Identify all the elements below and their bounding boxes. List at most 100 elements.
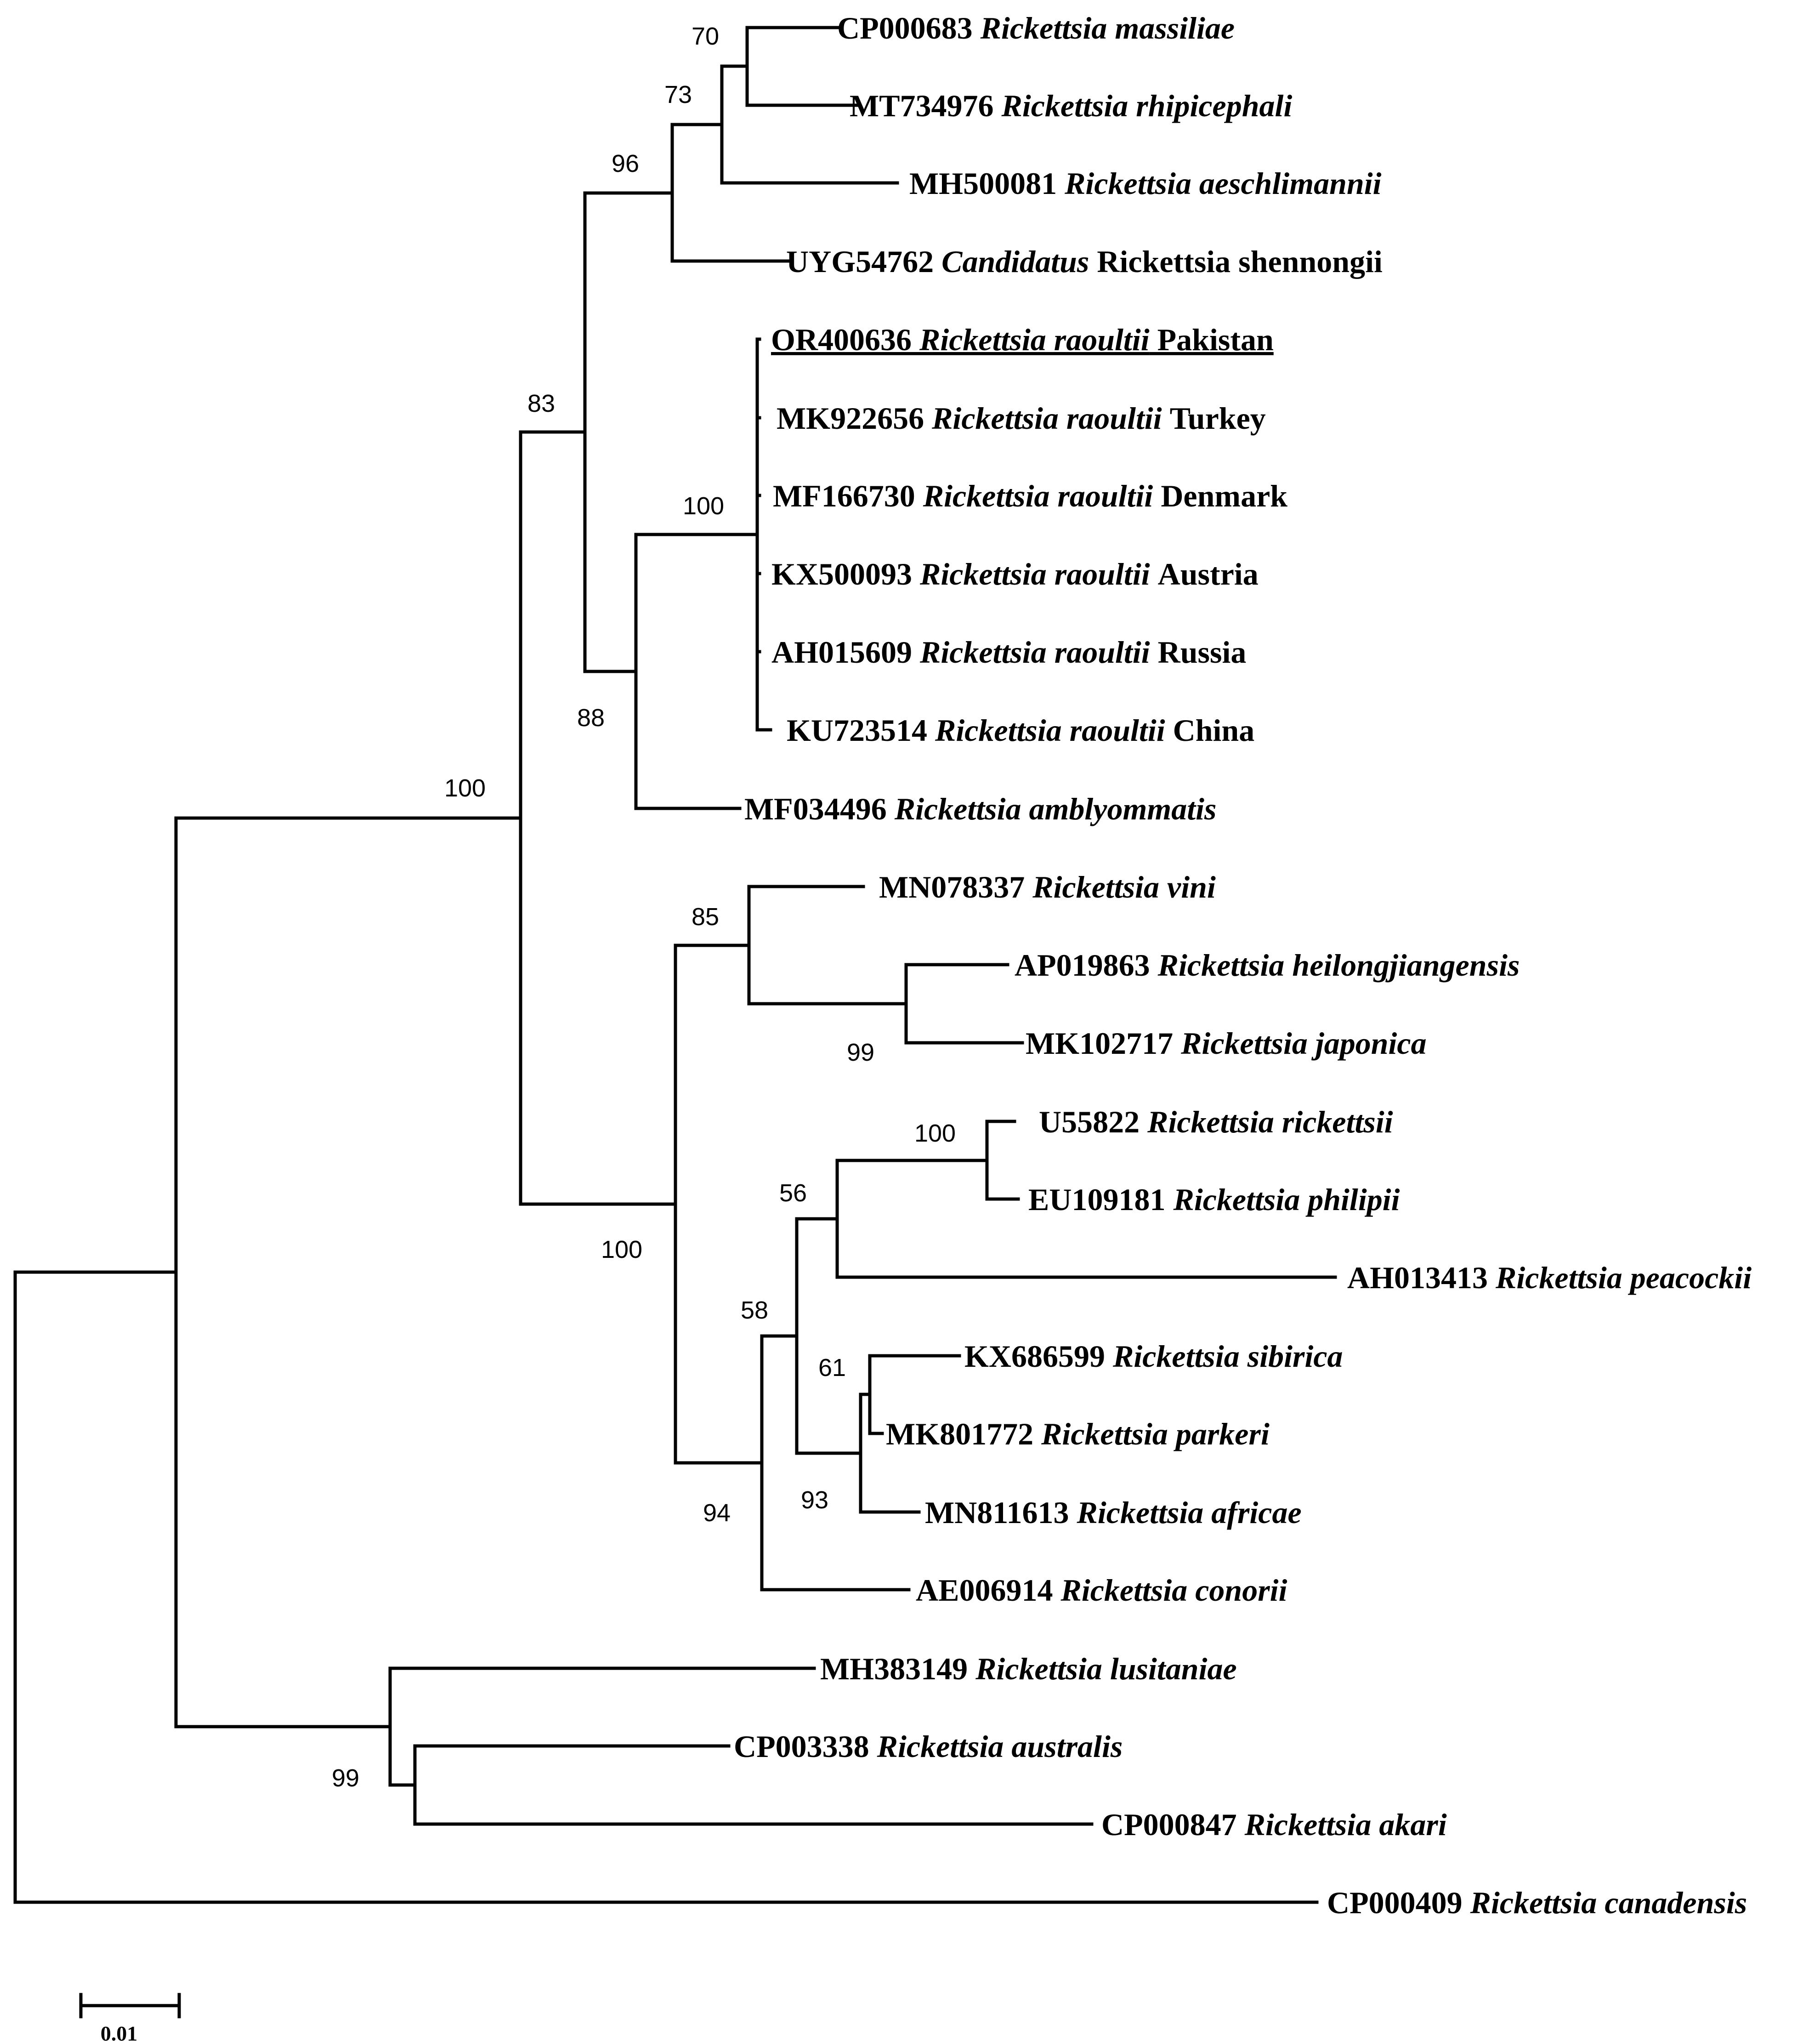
- leaf-label: UYG54762 Candidatus Rickettsia shennongi…: [786, 244, 1383, 279]
- leaf-label: MH500081 Rickettsia aeschlimannii: [909, 166, 1382, 201]
- species-name: Rickettsia heilongjiangensis: [1157, 948, 1520, 983]
- bootstrap-value: 56: [779, 1179, 807, 1207]
- accession-number: CP003338: [734, 1729, 877, 1764]
- species-name: Rickettsia australis: [877, 1729, 1123, 1764]
- leaf-label: EU109181 Rickettsia philipii: [1028, 1182, 1400, 1217]
- leaf-label: MT734976 Rickettsia rhipicephali: [850, 88, 1292, 123]
- accession-number: EU109181: [1028, 1182, 1173, 1217]
- scale-bar-label: 0.01: [101, 2022, 138, 2041]
- accession-number: MF034496: [744, 791, 895, 826]
- leaf-label: MK102717 Rickettsia japonica: [1026, 1026, 1427, 1061]
- bootstrap-value: 88: [577, 704, 605, 732]
- leaf-label: AP019863 Rickettsia heilongjiangensis: [1015, 948, 1520, 983]
- leaf-label: OR400636 Rickettsia raoultii Pakistan: [771, 322, 1274, 357]
- species-name: Rickettsia raoultii: [923, 478, 1153, 513]
- label-suffix: Russia: [1150, 635, 1247, 670]
- accession-number: MK801772: [886, 1416, 1041, 1451]
- leaf-label: KX686599 Rickettsia sibirica: [964, 1339, 1343, 1374]
- leaf-label: MN078337 Rickettsia vini: [879, 870, 1216, 904]
- bootstrap-value: 73: [664, 81, 692, 108]
- leaf-label: MF166730 Rickettsia raoultii Denmark: [773, 478, 1287, 513]
- species-name: Rickettsia aeschlimannii: [1064, 166, 1382, 201]
- leaf-label: U55822 Rickettsia rickettsii: [1039, 1104, 1393, 1139]
- bootstrap-value: 70: [692, 23, 719, 50]
- species-name: Rickettsia akari: [1244, 1807, 1447, 1842]
- bootstrap-value: 96: [612, 150, 639, 177]
- accession-number: MH383149: [820, 1651, 975, 1686]
- species-name: Rickettsia sibirica: [1112, 1339, 1343, 1374]
- leaf-label: MK801772 Rickettsia parkeri: [886, 1416, 1270, 1451]
- accession-number: AH013413: [1347, 1260, 1496, 1295]
- label-suffix: Rickettsia shennongii: [1089, 244, 1383, 279]
- leaf-label: MF034496 Rickettsia amblyommatis: [744, 791, 1216, 826]
- accession-number: MN811613: [925, 1495, 1077, 1530]
- tree-branches: [13, 26, 1337, 1904]
- species-name: Rickettsia conorii: [1060, 1573, 1287, 1608]
- bootstrap-value: 93: [801, 1486, 828, 1514]
- bootstrap-value: 61: [818, 1354, 846, 1382]
- bootstrap-value: 100: [914, 1120, 956, 1147]
- bootstrap-value: 100: [444, 774, 486, 802]
- leaf-label: AH015609 Rickettsia raoultii Russia: [771, 635, 1246, 670]
- species-name: Rickettsia rickettsii: [1147, 1104, 1393, 1139]
- species-name: Rickettsia raoultii: [919, 635, 1150, 670]
- accession-number: CP000847: [1101, 1807, 1245, 1842]
- accession-number: OR400636: [771, 322, 919, 357]
- leaf-label: CP003338 Rickettsia australis: [734, 1729, 1123, 1764]
- accession-number: MK102717: [1026, 1026, 1181, 1061]
- leaf-label: MK922656 Rickettsia raoultii Turkey: [777, 401, 1266, 436]
- species-name: Candidatus: [941, 244, 1089, 279]
- label-suffix: Turkey: [1162, 401, 1266, 436]
- leaf-label: CP000409 Rickettsia canadensis: [1327, 1885, 1747, 1920]
- leaf-label: CP000847 Rickettsia akari: [1101, 1807, 1447, 1842]
- species-name: Rickettsia raoultii: [919, 557, 1150, 591]
- accession-number: KU723514: [787, 713, 935, 748]
- species-name: Rickettsia canadensis: [1470, 1885, 1747, 1920]
- leaf-label: AH013413 Rickettsia peacockii: [1347, 1260, 1752, 1295]
- accession-number: KX500093: [771, 557, 920, 591]
- species-name: Rickettsia raoultii: [919, 322, 1150, 357]
- species-name: Rickettsia raoultii: [935, 713, 1165, 748]
- bootstrap-value: 100: [601, 1236, 642, 1263]
- accession-number: AE006914: [916, 1573, 1060, 1608]
- bootstrap-value: 83: [527, 390, 555, 417]
- accession-number: MT734976: [850, 88, 1002, 123]
- accession-number: MN078337: [879, 870, 1032, 904]
- label-suffix: China: [1165, 713, 1255, 748]
- accession-number: CP000409: [1327, 1885, 1470, 1920]
- leaf-label: KU723514 Rickettsia raoultii China: [787, 713, 1254, 748]
- accession-number: U55822: [1039, 1104, 1147, 1139]
- accession-number: MK922656: [777, 401, 932, 436]
- accession-number: AP019863: [1015, 948, 1158, 983]
- accession-number: CP000683: [837, 11, 981, 45]
- accession-number: MF166730: [773, 478, 923, 513]
- leaf-label: AE006914 Rickettsia conorii: [916, 1573, 1287, 1608]
- species-name: Rickettsia amblyommatis: [894, 791, 1217, 826]
- species-name: Rickettsia japonica: [1180, 1026, 1427, 1061]
- bootstrap-values: 70 73 96 100 88 83 85 99 100 56 61 93 58…: [332, 23, 956, 1792]
- bootstrap-value: 58: [741, 1296, 768, 1324]
- species-name: Rickettsia lusitaniae: [975, 1651, 1237, 1686]
- label-suffix: Pakistan: [1150, 322, 1274, 357]
- leaf-label: MH383149 Rickettsia lusitaniae: [820, 1651, 1237, 1686]
- bootstrap-value: 85: [692, 903, 719, 931]
- scale-bar: 0.01: [79, 1993, 181, 2041]
- species-name: Rickettsia massiliae: [980, 11, 1235, 45]
- leaf-label: MN811613 Rickettsia africae: [925, 1495, 1302, 1530]
- accession-number: MH500081: [909, 166, 1065, 201]
- label-suffix: Austria: [1150, 557, 1259, 591]
- species-name: Rickettsia raoultii: [931, 401, 1162, 436]
- bootstrap-value: 99: [847, 1039, 874, 1066]
- accession-number: UYG54762: [786, 244, 941, 279]
- bootstrap-value: 94: [703, 1499, 731, 1527]
- label-suffix: Denmark: [1153, 478, 1287, 513]
- species-name: Rickettsia vini: [1032, 870, 1216, 904]
- species-name: Rickettsia peacockii: [1495, 1260, 1752, 1295]
- leaf-label: CP000683 Rickettsia massiliae: [837, 11, 1235, 45]
- species-name: Rickettsia philipii: [1173, 1182, 1400, 1217]
- bootstrap-value: 100: [683, 492, 724, 520]
- accession-number: KX686599: [964, 1339, 1113, 1374]
- accession-number: AH015609: [771, 635, 920, 670]
